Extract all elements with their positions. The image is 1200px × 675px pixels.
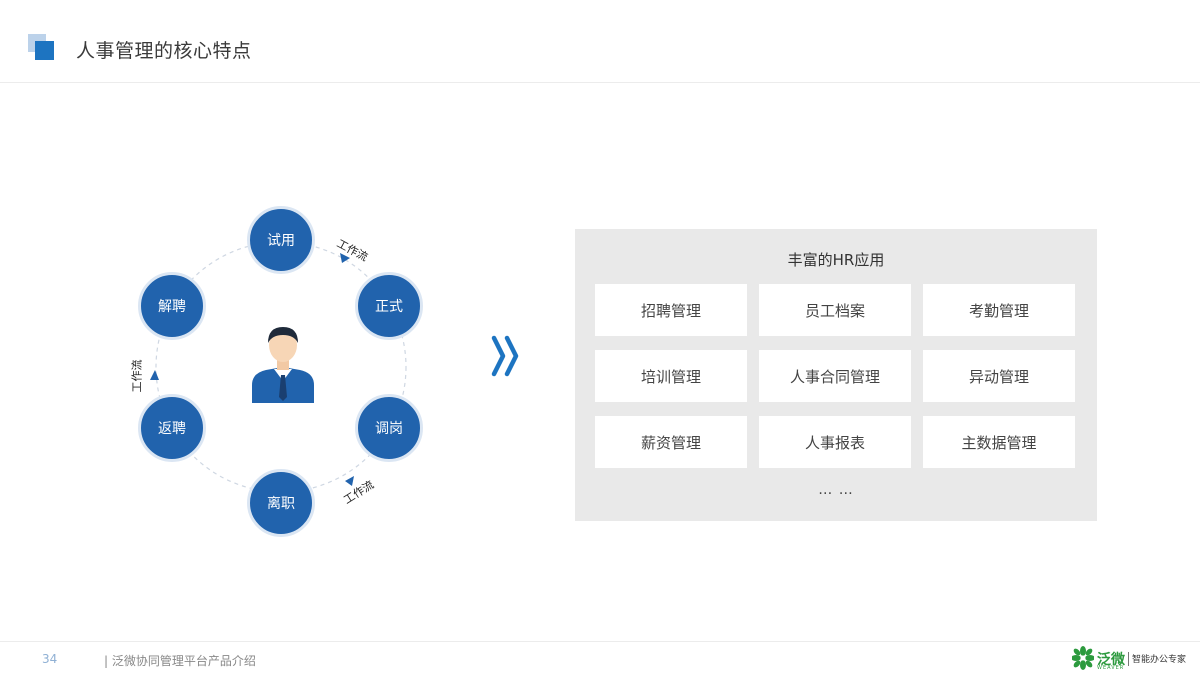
company-logo: 泛微 WEAVER 智能办公专家: [1072, 646, 1187, 672]
app-recruitment: 招聘管理: [595, 284, 747, 336]
arrow-icon: [345, 476, 354, 486]
node-resign: 离职: [247, 469, 315, 537]
logo-wordmark: 泛微: [1097, 652, 1125, 668]
slide-title: 人事管理的核心特点: [76, 40, 252, 62]
app-attendance: 考勤管理: [923, 284, 1075, 336]
app-employee-records: 员工档案: [759, 284, 911, 336]
panel-title: 丰富的HR应用: [787, 251, 885, 269]
slide-header: 人事管理的核心特点: [0, 0, 1200, 83]
footer-text: | 泛微协同管理平台产品介绍: [104, 654, 256, 668]
node-trial: 试用: [247, 206, 315, 274]
logo-subtext: WEAVER: [1097, 665, 1125, 671]
more-ellipsis: … …: [818, 482, 854, 498]
app-payroll: 薪资管理: [595, 416, 747, 468]
app-contracts: 人事合同管理: [759, 350, 911, 402]
hr-apps-panel: 丰富的HR应用 招聘管理 员工档案 考勤管理 培训管理 人事合同管理 异动管理 …: [575, 229, 1097, 521]
app-training: 培训管理: [595, 350, 747, 402]
page-number: 34: [42, 652, 58, 666]
double-chevron-icon: [491, 335, 519, 377]
footer-divider: [0, 641, 1200, 642]
node-transfer: 调岗: [355, 394, 423, 462]
hr-cycle-diagram: 试用 正式 调岗 离职 返聘 解聘 工作流 工作流 工作流: [110, 190, 460, 550]
app-reports: 人事报表: [759, 416, 911, 468]
node-regular: 正式: [355, 272, 423, 340]
logo-separator: [1128, 652, 1129, 666]
arrow-icon: [150, 370, 159, 380]
app-master-data: 主数据管理: [923, 416, 1075, 468]
arrow-icon: [340, 253, 350, 263]
app-changes: 异动管理: [923, 350, 1075, 402]
workflow-label: 工作流: [130, 359, 144, 393]
title-square-icon: [35, 41, 54, 60]
node-dismiss: 解聘: [138, 272, 206, 340]
cycle-ring: [150, 241, 407, 493]
logo-slogan: 智能办公专家: [1132, 655, 1187, 665]
node-rehire: 返聘: [138, 394, 206, 462]
logo-flower-icon: [1072, 646, 1094, 670]
person-icon: [252, 327, 314, 403]
